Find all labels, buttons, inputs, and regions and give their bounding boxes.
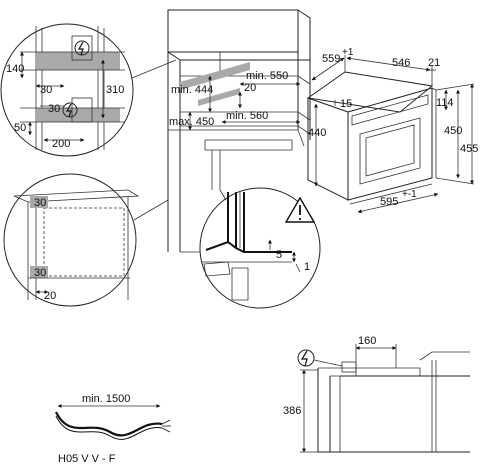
warning-triangle-icon bbox=[284, 196, 316, 223]
dim-559: 559 bbox=[322, 53, 340, 65]
dim-440: 440 bbox=[308, 127, 326, 139]
dim-310: 310 bbox=[106, 84, 124, 96]
dim-min-550: min. 550 bbox=[246, 70, 288, 82]
oven-drawing: 559 +1 546 21 15 114 450 455 440 595 +-1 bbox=[306, 47, 478, 214]
dim-30-b: 30 bbox=[48, 103, 60, 115]
leader-line bbox=[131, 59, 177, 79]
cabinet-drawing: min. 550 min. 444 20 max. 450 min. 560 bbox=[167, 9, 311, 253]
dim-30-d: 30 bbox=[34, 267, 46, 279]
dim-5: 5 bbox=[276, 249, 282, 261]
dim-546: 546 bbox=[392, 57, 410, 69]
lower-cutout-zone bbox=[36, 108, 120, 122]
dim-20-b: 20 bbox=[244, 82, 256, 94]
dim-450: 450 bbox=[444, 125, 462, 137]
detail-circle-middle-left: 30 30 20 bbox=[3, 173, 140, 307]
dim-455: 455 bbox=[460, 143, 478, 155]
dim-114: 114 bbox=[436, 97, 454, 109]
dim-595-tolerance: +-1 bbox=[402, 189, 417, 200]
dim-1: 1 bbox=[304, 261, 310, 273]
dim-min-1500: min. 1500 bbox=[82, 393, 130, 405]
dim-30-c: 30 bbox=[34, 197, 46, 209]
dim-140: 140 bbox=[6, 63, 24, 75]
cable-detail: min. 1500 H05 V V - F bbox=[55, 393, 171, 465]
dim-386: 386 bbox=[283, 405, 301, 417]
electric-plug-icon bbox=[62, 102, 78, 118]
detail-circle-gap: 5 1 bbox=[199, 187, 321, 309]
dim-max-450: max. 450 bbox=[169, 116, 214, 128]
detail-circle-top-left: 140 30 310 30 50 200 bbox=[0, 23, 134, 157]
dim-559-tolerance: +1 bbox=[342, 47, 354, 58]
dim-min-560: min. 560 bbox=[226, 110, 268, 122]
dim-30-a: 30 bbox=[40, 84, 52, 96]
dim-595: 595 bbox=[380, 196, 398, 208]
dim-200: 200 bbox=[52, 138, 70, 150]
leader-line bbox=[219, 189, 227, 201]
dim-20-a: 20 bbox=[44, 290, 56, 302]
dim-15: 15 bbox=[340, 98, 352, 110]
electric-plug-icon bbox=[297, 349, 315, 367]
cable-type-label: H05 V V - F bbox=[58, 453, 116, 465]
leader-line bbox=[297, 129, 305, 147]
side-view-drawing: 160 386 bbox=[283, 335, 470, 453]
dim-50: 50 bbox=[14, 122, 26, 134]
upper-cutout-zone bbox=[36, 52, 120, 70]
electric-plug-icon bbox=[74, 40, 90, 56]
dim-160: 160 bbox=[358, 335, 376, 347]
dim-min-444: min. 444 bbox=[171, 84, 213, 96]
dim-21: 21 bbox=[428, 57, 440, 69]
leader-line bbox=[133, 199, 169, 221]
